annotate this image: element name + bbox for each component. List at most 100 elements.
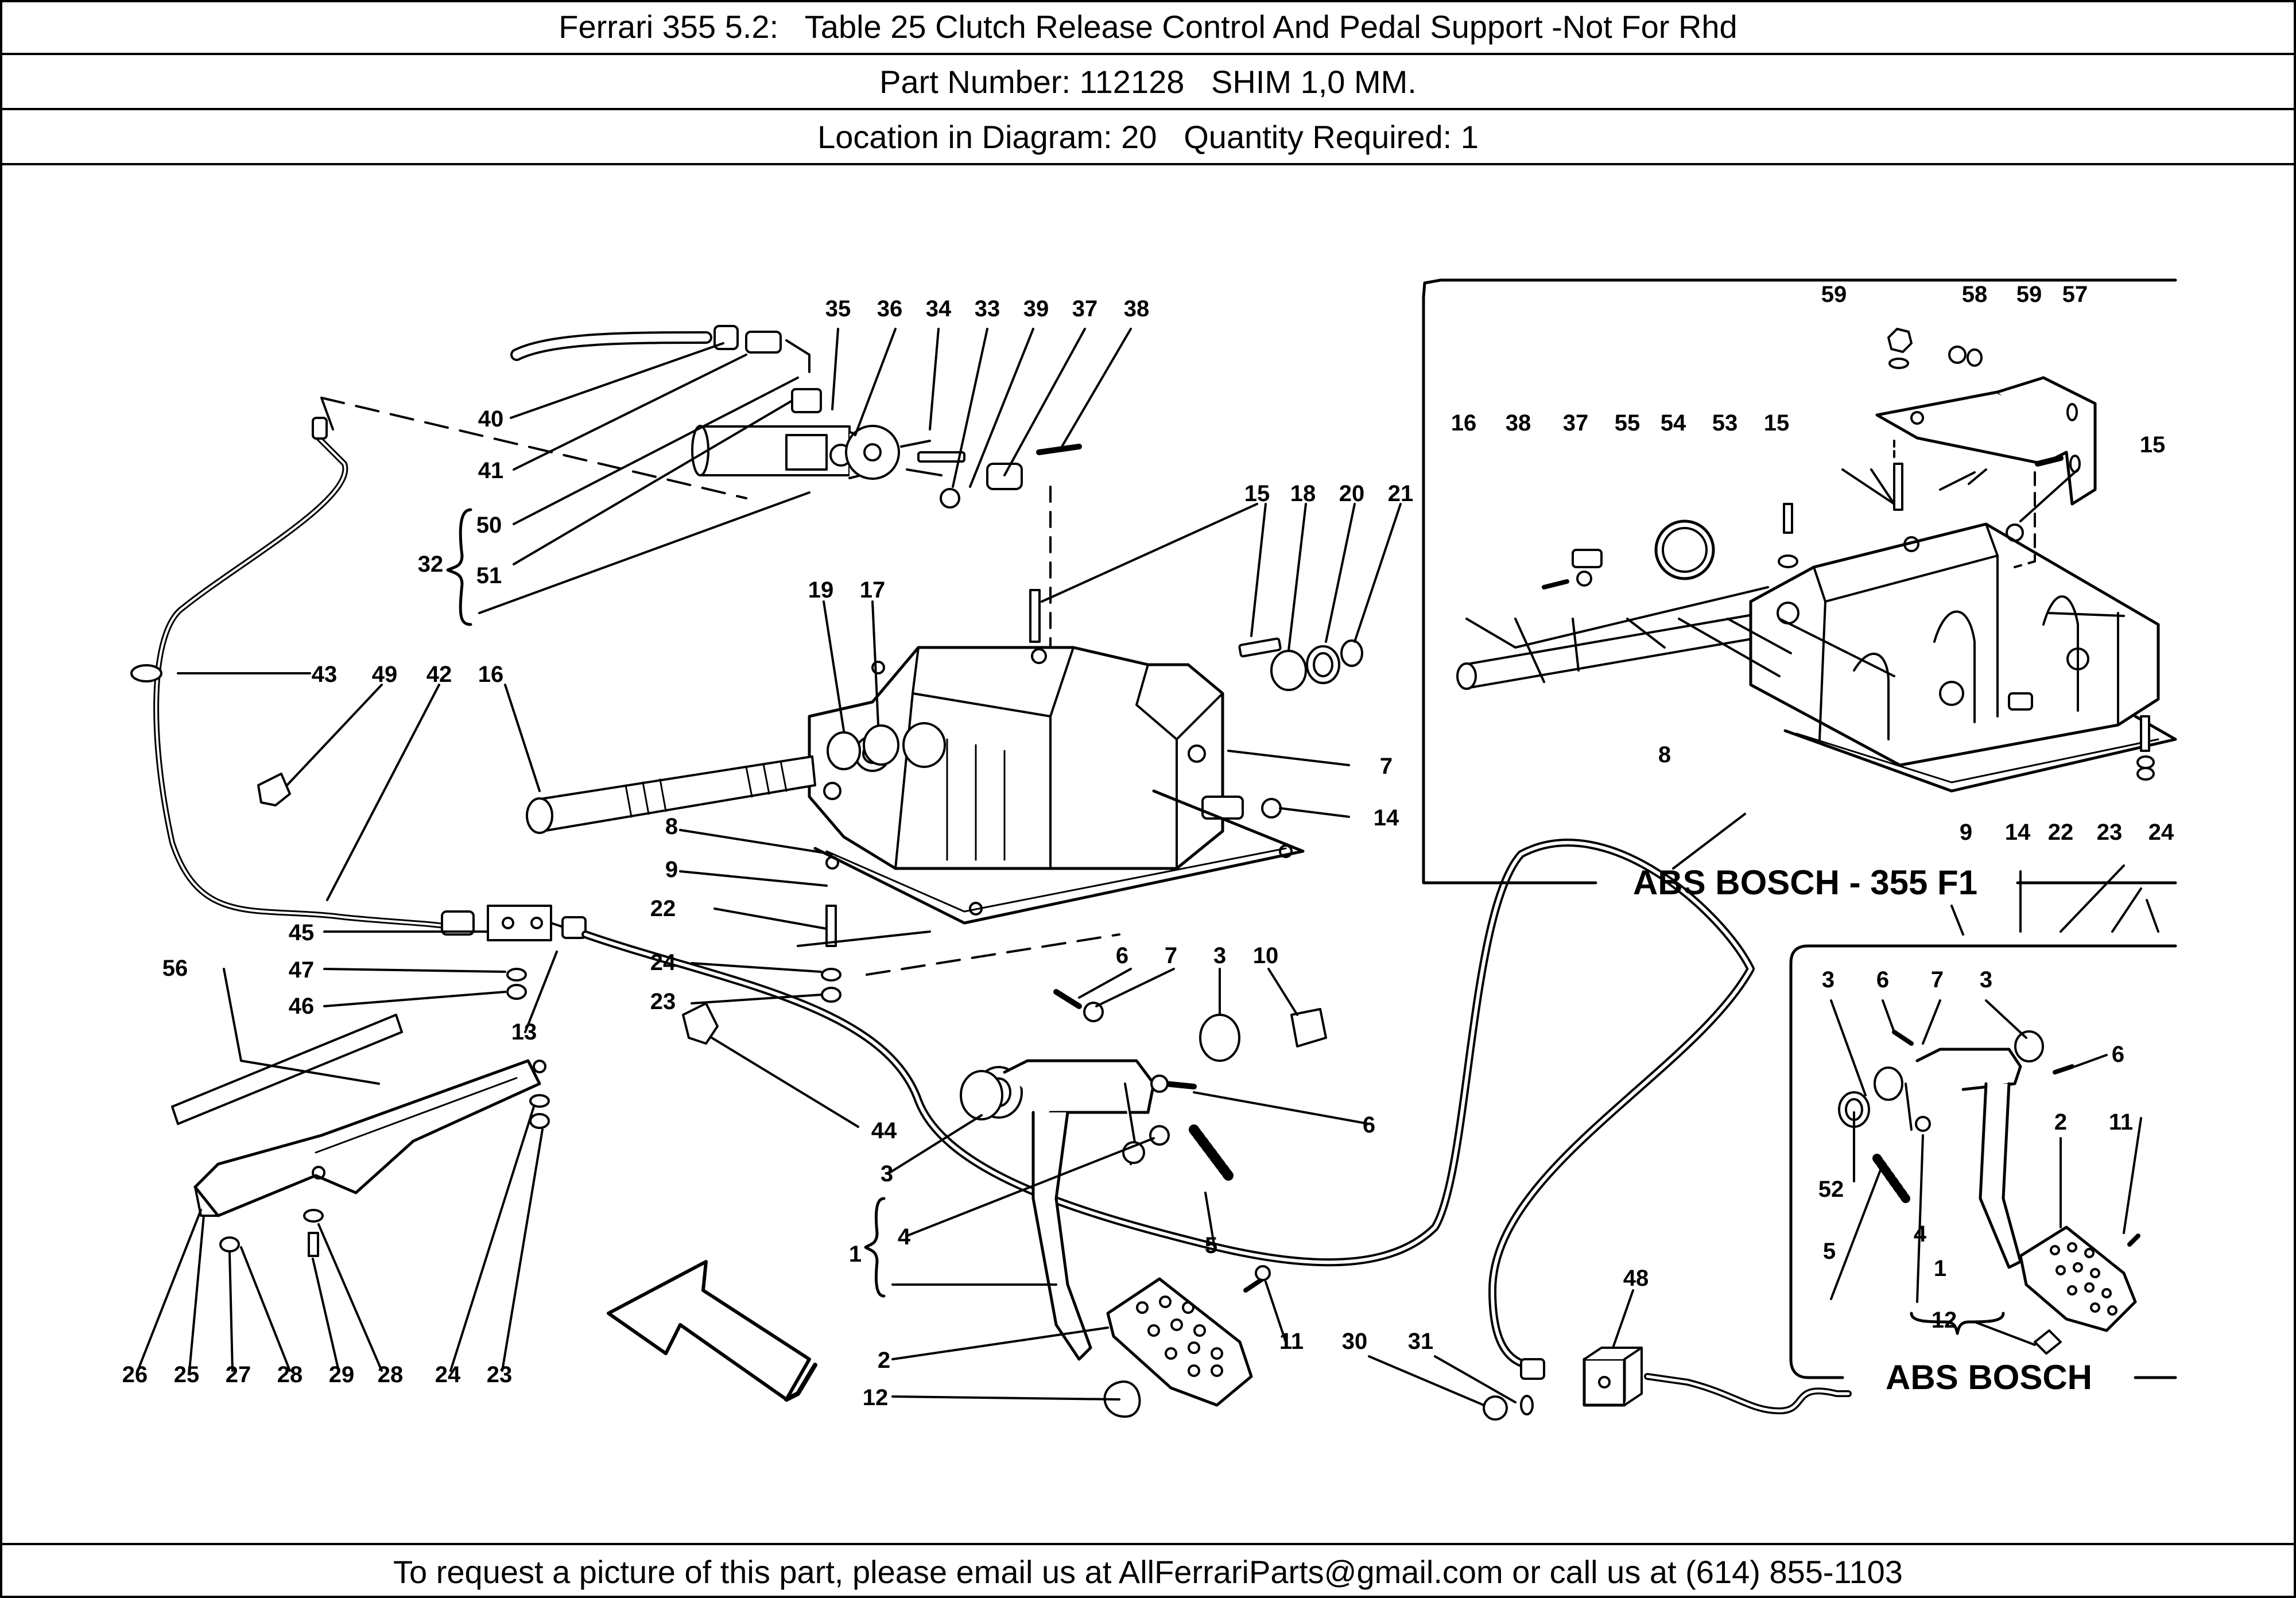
f1-callout-58: 58	[1962, 282, 1988, 307]
callout-49: 49	[372, 662, 398, 687]
callout-31: 31	[1408, 1329, 1434, 1354]
callout-23: 23	[650, 989, 676, 1014]
f1-inset-callout-labels: 59 58 59 57 16 38 37 55 54 53 15 15 8 9 …	[1451, 282, 2174, 902]
callout-28: 28	[277, 1362, 303, 1387]
callout-6: 6	[1116, 943, 1128, 968]
bosch-callout-6-b: 6	[2112, 1042, 2124, 1067]
inset-abs-bosch-355-f1	[1422, 278, 2177, 936]
part-number-line: Part Number: 112128 SHIM 1,0 MM.	[0, 55, 2296, 110]
callout-19: 19	[808, 577, 834, 603]
callout-3: 3	[1213, 943, 1226, 968]
f1-callout-23: 23	[2097, 820, 2123, 845]
callout-46: 46	[289, 994, 315, 1019]
callout-12: 12	[863, 1385, 889, 1410]
inset-abs-bosch	[1789, 944, 2177, 1379]
f1-callout-16: 16	[1451, 410, 1477, 436]
bosch-callout-11: 11	[2109, 1110, 2133, 1135]
callout-9: 9	[665, 857, 678, 882]
bosch-callout-6: 6	[1876, 967, 1889, 992]
callout-50: 50	[476, 513, 502, 538]
callout-16: 16	[478, 662, 504, 687]
callout-22: 22	[650, 896, 676, 921]
callout-48: 48	[1623, 1266, 1649, 1291]
callout-11: 11	[1279, 1329, 1304, 1354]
callout-34: 34	[926, 296, 952, 321]
f1-callout-54: 54	[1661, 410, 1686, 436]
callout-7-pedal: 7	[1165, 943, 1177, 968]
callout-18: 18	[1290, 481, 1316, 506]
f1-callout-38: 38	[1506, 410, 1531, 436]
main-callout-labels: 35 36 34 33 39 37 38 40 41 50 32 51 15 1…	[122, 296, 1649, 1410]
callout-38: 38	[1124, 296, 1150, 321]
callout-42: 42	[426, 662, 452, 687]
f1-inset-title: ABS BOSCH - 355 F1	[1633, 863, 1977, 902]
bosch-callout-52: 52	[1818, 1177, 1844, 1202]
callout-35: 35	[825, 296, 851, 321]
callout-4: 4	[898, 1224, 911, 1250]
callout-45: 45	[289, 920, 315, 945]
callout-30: 30	[1342, 1329, 1368, 1354]
callout-15: 15	[1244, 481, 1270, 506]
bosch-callout-3-b: 3	[1980, 967, 1992, 992]
exploded-parts-diagram: 35 36 34 33 39 37 38 40 41 50 32 51 15 1…	[122, 278, 2177, 1421]
callout-26: 26	[122, 1362, 148, 1387]
callout-14: 14	[1374, 805, 1399, 831]
callout-6-right: 6	[1363, 1112, 1375, 1138]
callout-51: 51	[476, 563, 502, 588]
contact-footer: To request a picture of this part, pleas…	[0, 1543, 2296, 1598]
release-housing	[808, 589, 1363, 925]
callout-47: 47	[289, 957, 315, 983]
callout-28-b: 28	[378, 1362, 404, 1387]
f1-callout-15-b: 15	[2140, 432, 2166, 457]
callout-2: 2	[878, 1348, 890, 1373]
f1-callout-14: 14	[2005, 820, 2031, 845]
page-title: Ferrari 355 5.2: Table 25 Clutch Release…	[0, 0, 2296, 55]
f1-callout-57: 57	[2062, 282, 2088, 307]
callout-3-left: 3	[881, 1161, 893, 1186]
callout-29: 29	[329, 1362, 355, 1387]
callout-24: 24	[650, 950, 676, 975]
callout-1: 1	[849, 1242, 862, 1267]
clutch-pedal	[960, 989, 1271, 1418]
callout-8: 8	[665, 814, 678, 839]
callout-56: 56	[162, 956, 188, 981]
f1-callout-22: 22	[2048, 820, 2074, 845]
bosch-callout-4: 4	[1914, 1221, 1927, 1247]
f1-callout-55: 55	[1615, 410, 1640, 436]
callout-25: 25	[174, 1362, 200, 1387]
bosch-callout-12: 12	[1932, 1308, 1957, 1333]
callout-23-b: 23	[487, 1362, 513, 1387]
release-shaft	[526, 755, 816, 834]
bosch-callout-2: 2	[2054, 1110, 2067, 1135]
bosch-callout-5: 5	[1823, 1239, 1836, 1264]
callout-10: 10	[1253, 943, 1279, 968]
callout-33: 33	[975, 296, 1000, 321]
callout-20: 20	[1339, 481, 1365, 506]
bosch-inset-title: ABS BOSCH	[1886, 1358, 2092, 1397]
callout-44: 44	[871, 1118, 897, 1143]
f1-callout-59: 59	[1821, 282, 1847, 307]
callout-43: 43	[312, 662, 338, 687]
f1-callout-8: 8	[1658, 742, 1671, 767]
main-diagram	[130, 325, 1852, 1421]
callout-41: 41	[478, 458, 504, 483]
callout-36: 36	[877, 296, 903, 321]
callout-27: 27	[226, 1362, 251, 1387]
callout-40: 40	[478, 406, 504, 432]
callout-7: 7	[1380, 754, 1393, 779]
f1-callout-37: 37	[1563, 410, 1589, 436]
callout-17: 17	[860, 577, 886, 603]
callout-5: 5	[1205, 1233, 1217, 1258]
f1-callout-24: 24	[2148, 820, 2174, 845]
master-cylinder-assembly	[510, 325, 1082, 809]
f1-callout-53: 53	[1712, 410, 1738, 436]
callout-39: 39	[1023, 296, 1049, 321]
callout-13: 13	[511, 1019, 537, 1045]
bosch-callout-1: 1	[1934, 1256, 1946, 1281]
bosch-inset-callout-labels: ABS BOSCH 3 6 7 3 6 52 2 11 4 5 1 12 ABS…	[1818, 967, 2133, 1397]
callout-21: 21	[1388, 481, 1414, 506]
bosch-callout-7: 7	[1931, 967, 1944, 992]
f1-callout-9: 9	[1960, 820, 1972, 845]
f1-callout-59-b: 59	[2016, 282, 2042, 307]
